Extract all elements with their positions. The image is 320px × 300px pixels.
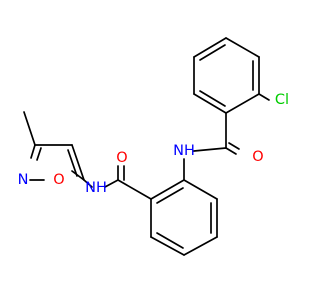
bond [150, 179, 185, 200]
bond [193, 147, 227, 152]
bond [199, 90, 226, 107]
molecule-structure: Cl NH O O NH N O [18, 37, 290, 256]
bond [193, 93, 227, 114]
atom-label-lower-amide-n: NH [85, 180, 107, 196]
bond [67, 149, 78, 177]
bond [183, 236, 218, 256]
atom-label-ring-o: O [53, 172, 64, 188]
bond [156, 232, 184, 249]
atom-label-upper-amide-o: O [252, 149, 263, 165]
bond [225, 147, 237, 155]
atom-labels: Cl NH O O NH N O [18, 92, 290, 196]
bond [23, 111, 36, 146]
bond [156, 187, 184, 204]
atom-label-upper-amide-n: NH [173, 143, 195, 159]
atom-label-lower-amide-o: O [116, 150, 127, 166]
bond [183, 179, 218, 200]
bond [150, 236, 185, 256]
bond [258, 93, 270, 101]
atom-label-chlorine: Cl [275, 92, 289, 108]
bond [225, 93, 260, 114]
bond [225, 37, 260, 58]
bond [199, 44, 226, 61]
bonds [23, 37, 270, 256]
bond [71, 144, 85, 181]
bond [228, 142, 240, 150]
atom-label-ring-n: N [18, 172, 29, 188]
bond [36, 147, 42, 161]
bond [30, 144, 36, 159]
bond [117, 179, 152, 200]
bond [83, 179, 93, 188]
bond [193, 37, 227, 58]
bond [104, 179, 119, 188]
bond [71, 170, 85, 181]
